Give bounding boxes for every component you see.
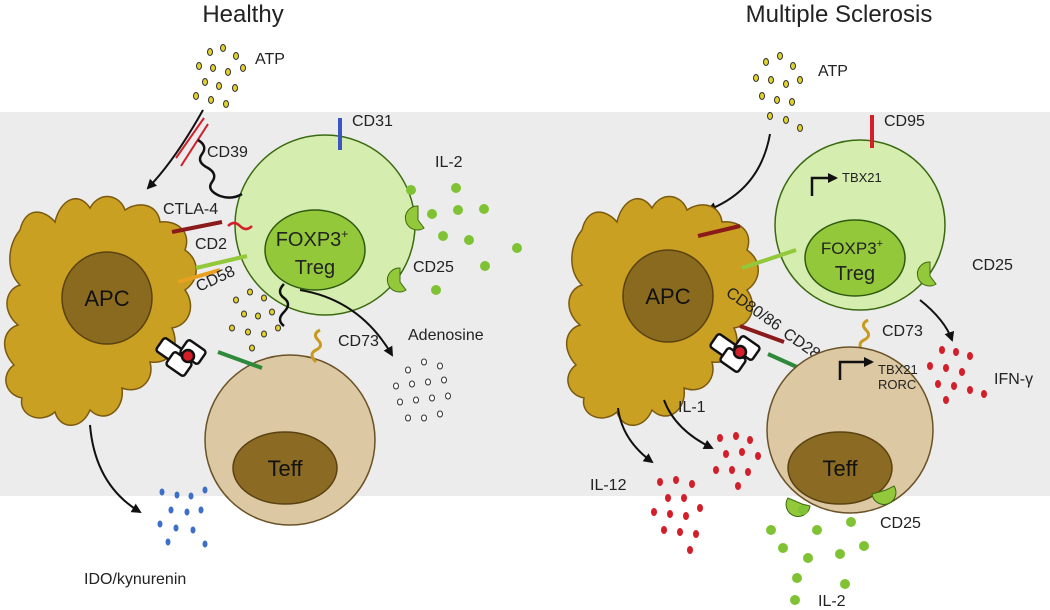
il12-dots [651, 476, 703, 554]
ms-cd73-label: CD73 [882, 323, 923, 340]
healthy-teff-cell: Teff [204, 354, 376, 526]
healthy-foxp3-label: FOXP3 [276, 229, 342, 251]
ms-teff-rorc-label: RORC [878, 377, 916, 392]
atp-to-apc-arrow [146, 109, 204, 190]
healthy-apc-nucleus [61, 251, 153, 345]
cd58-receptor [177, 268, 221, 284]
ms-atp-label: ATP [818, 63, 848, 80]
synapse-atp-dots [229, 288, 281, 352]
healthy-cd73-label: CD73 [338, 333, 379, 350]
cd39-enzyme [197, 138, 243, 199]
ifng-dots [927, 346, 987, 404]
adenosine-dots [393, 358, 451, 422]
ctla4-label: CTLA-4 [163, 201, 218, 218]
ms-teff-cd25-receptor-2 [871, 485, 897, 505]
il1-dots [713, 432, 761, 490]
healthy-title: Healthy [202, 1, 283, 28]
ido-label: IDO/kynurenin [84, 571, 186, 588]
cd95-label: CD95 [884, 113, 925, 130]
cd31-label: CD31 [352, 113, 393, 130]
healthy-treg-nucleus [264, 209, 366, 291]
ms-panel: Multiple Sclerosis ATP APC FOXP3+ Treg [566, 1, 1033, 610]
ifng-arrow [919, 299, 955, 342]
block-mark-1 [175, 117, 205, 159]
cd80-86-receptor [739, 324, 785, 344]
healthy-panel: Healthy ATP APC FOXP3+ Treg [4, 1, 522, 588]
ms-teff-nucleus [787, 431, 893, 505]
ms-treg-cd25-receptor [916, 261, 937, 287]
healthy-atp-label: ATP [255, 51, 285, 68]
ms-treg-nucleus [804, 219, 906, 297]
svg-text:FOXP3+: FOXP3+ [821, 238, 883, 258]
healthy-teff-nucleus [232, 431, 338, 505]
ms-il2-dots [766, 505, 869, 605]
ms-foxp3-label: FOXP3 [821, 239, 877, 258]
block-mark-2 [180, 123, 209, 167]
ms-teff-label: Teff [822, 456, 858, 481]
adenosine-label: Adenosine [408, 327, 484, 344]
ms-apc-nucleus [622, 249, 714, 343]
svg-text:FOXP3+: FOXP3+ [276, 227, 349, 251]
ms-treg-tbx21-label: TBX21 [842, 170, 882, 185]
ms-atp-dots [753, 52, 803, 132]
ms-teff-tbx21-arrow [838, 357, 874, 380]
ms-il2-label: IL-2 [818, 593, 846, 610]
healthy-mhc-tcr-complex [155, 337, 207, 377]
healthy-cd25-receptor-2 [386, 267, 407, 293]
ms-foxp3-sup: + [877, 238, 883, 250]
healthy-treg-label: Treg [295, 257, 335, 279]
ms-apc-cell: APC [566, 195, 759, 426]
ms-ctla4-receptor [697, 224, 741, 238]
ms-teff-cell: Teff [766, 346, 934, 514]
healthy-apc-cell: APC [4, 195, 197, 426]
adenosine-arrow [299, 289, 394, 357]
ms-cd73-enzyme [858, 318, 871, 354]
il1-arrow [663, 399, 714, 449]
healthy-cd25-label: CD25 [413, 259, 454, 276]
ms-atp-arrow [706, 133, 771, 212]
ms-title: Multiple Sclerosis [746, 1, 933, 28]
healthy-il2-label: IL-2 [435, 154, 463, 171]
ms-teff-cd25-label: CD25 [880, 515, 921, 532]
ifng-label: IFN-γ [994, 371, 1033, 388]
ido-dots [157, 486, 208, 548]
cd39-synapse-enzyme [278, 283, 290, 327]
healthy-apc-label: APC [84, 286, 129, 311]
il12-label: IL-12 [590, 477, 627, 494]
ms-treg-cd25-label: CD25 [972, 257, 1013, 274]
ms-mhc-tcr-complex [709, 333, 761, 373]
ctla4-receptor [171, 220, 223, 234]
ms-teff-tbx21-label: TBX21 [878, 362, 918, 377]
il12-arrow [617, 407, 654, 464]
ms-treg-cell: FOXP3+ Treg [774, 139, 946, 311]
cd39-label: CD39 [207, 144, 248, 161]
ctla4-squiggle [227, 221, 253, 231]
healthy-foxp3-sup: + [341, 227, 348, 241]
ms-treg-tbx21-arrow [810, 173, 838, 196]
ido-arrow [89, 424, 142, 514]
il1-label: IL-1 [678, 399, 706, 416]
healthy-cd25-receptor-1 [404, 205, 425, 231]
cd2-receptor [195, 254, 248, 270]
healthy-il2-dots [406, 183, 522, 295]
healthy-teff-label: Teff [267, 456, 303, 481]
ms-treg-label: Treg [835, 263, 875, 285]
healthy-synapse-line [217, 350, 263, 370]
healthy-atp-dots [193, 44, 246, 108]
ms-apc-label: APC [645, 284, 690, 309]
healthy-treg-cell: FOXP3+ Treg [234, 134, 416, 316]
ms-cd2-receptor [741, 248, 797, 270]
healthy-cd73-enzyme [310, 328, 323, 364]
cd2-label: CD2 [195, 236, 227, 253]
